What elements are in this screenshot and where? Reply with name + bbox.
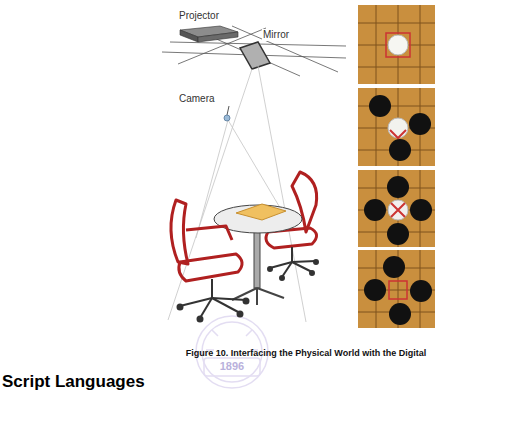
chair-right-base-part: [291, 247, 293, 262]
round-table-part: [236, 204, 286, 220]
go-photo-3-part: [387, 223, 409, 245]
chair-left-part: [179, 254, 242, 281]
chair-left: [171, 200, 242, 281]
go-photo-3-part: [358, 170, 435, 247]
mirror-symbol: [240, 42, 270, 69]
go-photo-2: [358, 88, 435, 166]
projection-lines: [168, 66, 306, 322]
go-photo-4-part: [389, 281, 407, 299]
chair-right-base-part: [310, 271, 314, 275]
chair-left-part: [186, 226, 232, 240]
go-photo-3-part: [364, 199, 386, 221]
chair-right-base-part: [282, 262, 292, 277]
part-label: Camera: [178, 93, 216, 105]
go-photo-4-part: [383, 256, 405, 278]
round-table-part: [257, 288, 284, 298]
projection-lines-part: [258, 66, 306, 322]
projector-symbol-part: [180, 30, 198, 42]
section-heading: Script Languages: [2, 372, 145, 392]
go-photo-2-part: [369, 95, 391, 117]
chair-right-base-part: [314, 260, 318, 264]
watermark-emblem-part: [204, 358, 260, 376]
go-photo-1-part: [388, 35, 408, 55]
ceiling-grid-part: [196, 30, 300, 76]
chair-left-base-part: [200, 298, 212, 318]
camera-symbol-part: [227, 106, 229, 115]
go-photo-3-part: [358, 170, 435, 247]
ceiling-grid-part: [232, 26, 338, 72]
part-label: Mirror: [262, 29, 290, 41]
go-photo-3-part: [387, 176, 409, 198]
chair-left-part: [171, 200, 188, 264]
chair-right-base: [268, 247, 318, 280]
go-photo-4-part: [389, 303, 411, 325]
chair-left-base-part: [238, 312, 243, 317]
projector-symbol-part: [198, 32, 238, 42]
chair-left-base: [178, 279, 249, 322]
go-photo-4-part: [410, 280, 432, 302]
chair-right-base-part: [292, 262, 312, 272]
watermark-text: 1896: [220, 360, 244, 373]
projection-lines-part: [168, 69, 252, 320]
go-photo-2-part: [390, 130, 406, 138]
go-photo-4-part: [364, 279, 386, 301]
go-photo-1-part: [358, 5, 435, 84]
go-photo-2-part: [389, 139, 411, 161]
go-photo-1-part: [386, 33, 410, 57]
chair-left-base-part: [212, 298, 246, 300]
camera-symbol: [224, 106, 230, 121]
part-label: Projector: [178, 10, 220, 22]
ceiling-grid: [162, 26, 346, 76]
chair-left-base-part: [244, 299, 249, 304]
go-photo-3-part: [410, 199, 432, 221]
go-photo-4: [358, 250, 435, 328]
figure-caption: Figure 10. Interfacing the Physical Worl…: [186, 348, 426, 358]
go-photo-4-part: [358, 250, 435, 328]
round-table-part: [254, 230, 260, 288]
watermark-emblem-part: [206, 330, 258, 350]
projector-symbol: [180, 26, 238, 42]
chair-right-base-part: [292, 261, 316, 262]
go-photo-1: [358, 5, 435, 84]
round-table-part: [256, 288, 258, 305]
go-photo-2-part: [388, 118, 408, 138]
chair-right-base-part: [280, 276, 284, 280]
go-photo-3-part: [391, 203, 405, 217]
go-photo-2-part: [409, 113, 431, 135]
chair-left-base-part: [211, 279, 213, 298]
chair-left-base-part: [198, 317, 203, 322]
chair-left-base-part: [178, 305, 183, 310]
camera-symbol-part: [224, 115, 230, 121]
chair-right-base-part: [268, 267, 272, 271]
go-photo-1-part: [358, 5, 435, 84]
go-photo-2-part: [358, 88, 435, 166]
go-photo-4-part: [358, 250, 435, 328]
go-photo-3-part: [388, 200, 408, 220]
go-photo-2-part: [358, 88, 435, 166]
go-photo-3: [358, 170, 435, 247]
